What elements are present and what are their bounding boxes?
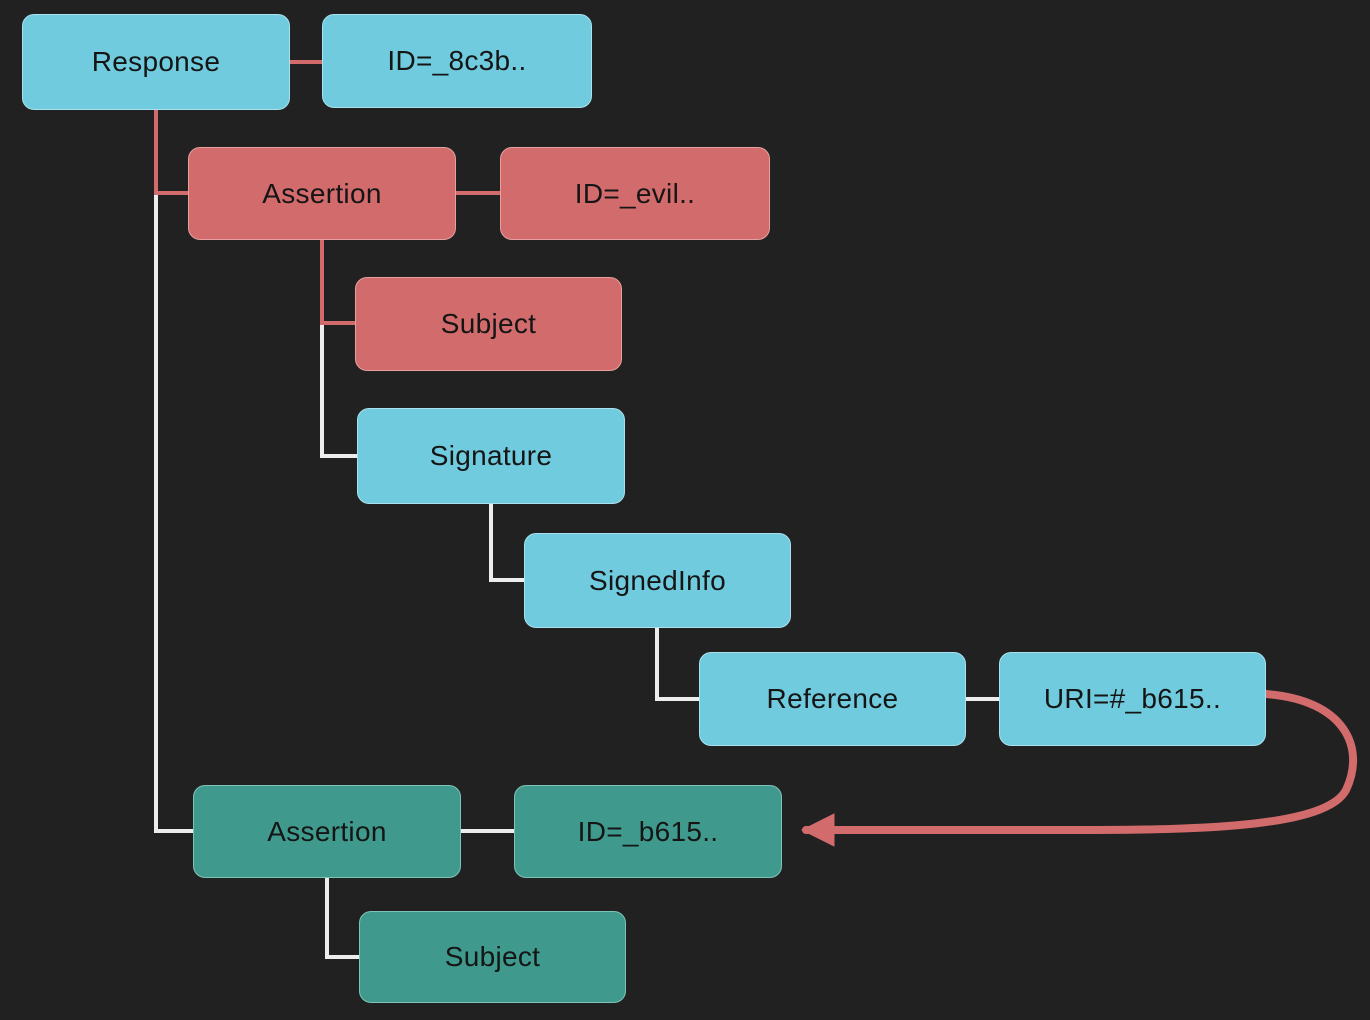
node-response-id: ID=_8c3b.. xyxy=(322,14,592,108)
node-assertion-legit-id: ID=_b615.. xyxy=(514,785,782,878)
node-signedinfo: SignedInfo xyxy=(524,533,791,628)
node-subject-legit-label: Subject xyxy=(444,941,541,972)
node-assertion-evil-id: ID=_evil.. xyxy=(500,147,770,240)
connector-assertion-evil-subject xyxy=(320,240,355,325)
node-reference-label: Reference xyxy=(766,683,899,714)
reference-attack-arrow xyxy=(800,690,1358,847)
connector-signedinfo-reference xyxy=(655,628,699,701)
node-assertion-evil: Assertion xyxy=(188,147,456,240)
node-assertion-evil-id-label: ID=_evil.. xyxy=(574,177,696,209)
node-response-id-label: ID=_8c3b.. xyxy=(387,45,527,76)
node-response-label: Response xyxy=(91,46,221,77)
connector-assertion-evil-signature xyxy=(320,323,357,458)
node-subject-legit: Subject xyxy=(359,911,626,1003)
node-reference: Reference xyxy=(699,652,966,746)
connector-signature-signedinfo xyxy=(489,504,524,582)
node-reference-uri-label: URI=#_b615.. xyxy=(1043,683,1222,714)
connector-response-assertion-legit xyxy=(154,193,193,833)
node-signedinfo-label: SignedInfo xyxy=(589,564,726,596)
connector-response-assertion-evil xyxy=(154,110,188,195)
node-assertion-legit: Assertion xyxy=(193,785,461,878)
node-signature: Signature xyxy=(357,408,625,504)
node-reference-uri: URI=#_b615.. xyxy=(999,652,1266,746)
node-signature-label: Signature xyxy=(429,440,553,471)
connector-assertion-legit-subject xyxy=(325,878,359,959)
node-assertion-evil-label: Assertion xyxy=(262,177,382,209)
node-assertion-legit-id-label: ID=_b615.. xyxy=(577,815,719,847)
node-subject-evil-label: Subject xyxy=(440,308,537,339)
node-subject-evil: Subject xyxy=(355,277,622,371)
node-response: Response xyxy=(22,14,290,110)
node-assertion-legit-label: Assertion xyxy=(267,815,387,847)
